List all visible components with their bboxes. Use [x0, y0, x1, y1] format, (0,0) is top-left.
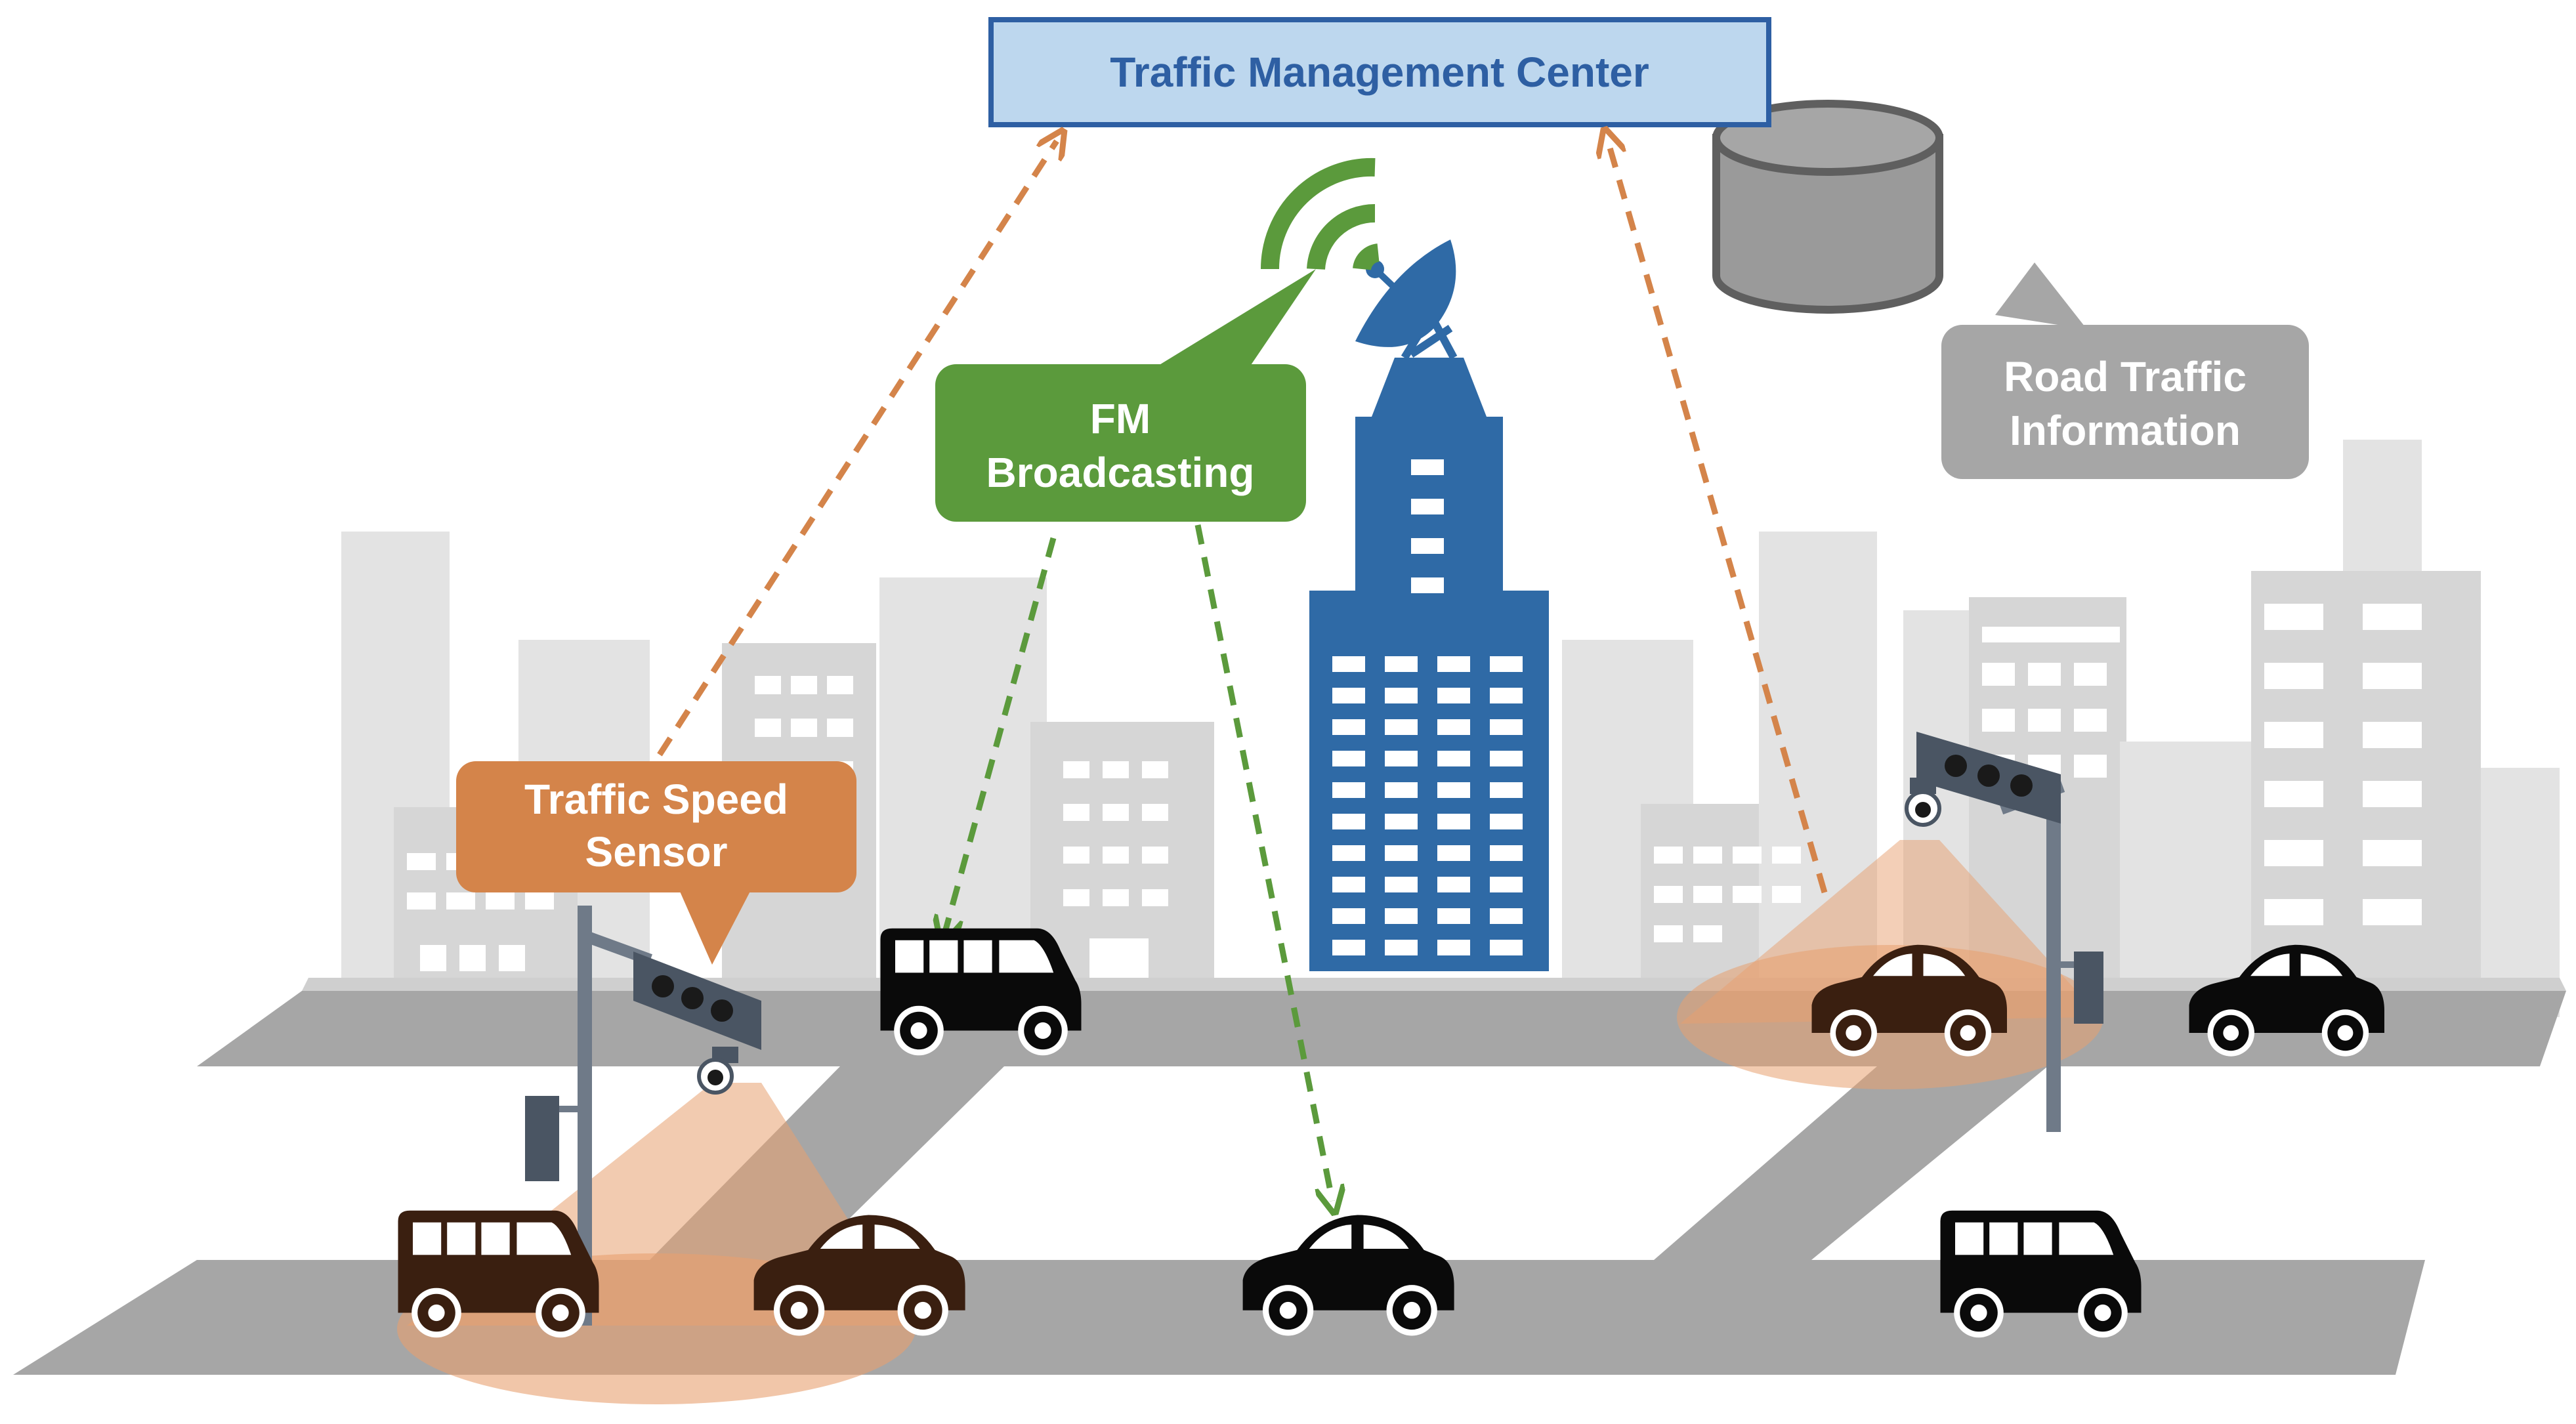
tower-window	[1437, 751, 1470, 766]
camera-icon	[1905, 778, 1941, 827]
database-icon	[1712, 100, 1943, 314]
tower-window	[1332, 845, 1365, 861]
traffic-light-icon	[1916, 732, 2103, 1024]
camera-icon	[697, 1047, 738, 1095]
tower-window	[1437, 719, 1470, 735]
tower-window	[1437, 877, 1470, 892]
traffic-speed-sensor-callout: Traffic Speed Sensor	[456, 761, 856, 965]
tower-window	[1332, 940, 1365, 955]
tower-window	[1332, 751, 1365, 766]
tower-window	[1385, 656, 1418, 672]
tower-window	[1490, 814, 1523, 829]
tower-window	[1490, 719, 1523, 735]
tower-window	[1385, 845, 1418, 861]
left-traffic-sensor-pole	[525, 906, 761, 1326]
tower-window	[1490, 877, 1523, 892]
tower-window	[1332, 656, 1365, 672]
tower-window	[1490, 908, 1523, 924]
tower-window	[1332, 688, 1365, 703]
tower-window	[1490, 782, 1523, 798]
tower-window	[1385, 782, 1418, 798]
tower-window	[1385, 908, 1418, 924]
fm-to-lower-car-arrow	[1194, 524, 1332, 1201]
traffic-management-center-box: Traffic Management Center	[988, 17, 1771, 127]
tower-window	[1437, 940, 1470, 955]
tmc-label: Traffic Management Center	[1110, 49, 1649, 96]
tower-window	[1490, 940, 1523, 955]
fm-label-line2: Broadcasting	[986, 449, 1255, 496]
right-traffic-sensor-pole	[1905, 732, 2103, 1132]
tower-window	[1385, 814, 1418, 829]
tower-window	[1437, 845, 1470, 861]
road-traffic-label-line1: Road Traffic	[2004, 353, 2247, 400]
tower-window	[1332, 908, 1365, 924]
tower-window	[1332, 719, 1365, 735]
tower-window	[1437, 688, 1470, 703]
tower-window	[1385, 940, 1418, 955]
sensor-label-line1: Traffic Speed	[524, 776, 788, 823]
sensor-to-tmc-arrow	[657, 141, 1057, 757]
traffic-light-icon	[525, 952, 761, 1181]
broadcast-tower-building	[1309, 240, 1549, 971]
tower-window	[1437, 908, 1470, 924]
fm-to-upper-car-arrow	[945, 537, 1057, 932]
tower-window	[1385, 877, 1418, 892]
fm-broadcasting-callout: FM Broadcasting	[935, 269, 1316, 522]
data-flow-arrows	[657, 141, 1828, 1201]
tower-window	[1385, 751, 1418, 766]
road-traffic-label-line2: Information	[2010, 407, 2241, 454]
tower-window	[1490, 751, 1523, 766]
tower-window	[1437, 656, 1470, 672]
road-traffic-information-callout: Road Traffic Information	[1941, 262, 2309, 479]
tower-window	[1332, 782, 1365, 798]
tower-window	[1437, 814, 1470, 829]
tower-window	[1490, 845, 1523, 861]
tower-window	[1332, 814, 1365, 829]
tower-window	[1490, 688, 1523, 703]
tower-window	[1490, 656, 1523, 672]
tower-window	[1332, 877, 1365, 892]
tower-window	[1385, 688, 1418, 703]
sensor-label-line2: Sensor	[585, 828, 728, 875]
wifi-signal-icon	[1261, 157, 1380, 271]
satellite-dish-icon	[1355, 240, 1456, 347]
tower-window	[1437, 782, 1470, 798]
fm-label-line1: FM	[1090, 395, 1151, 442]
tower-window	[1385, 719, 1418, 735]
